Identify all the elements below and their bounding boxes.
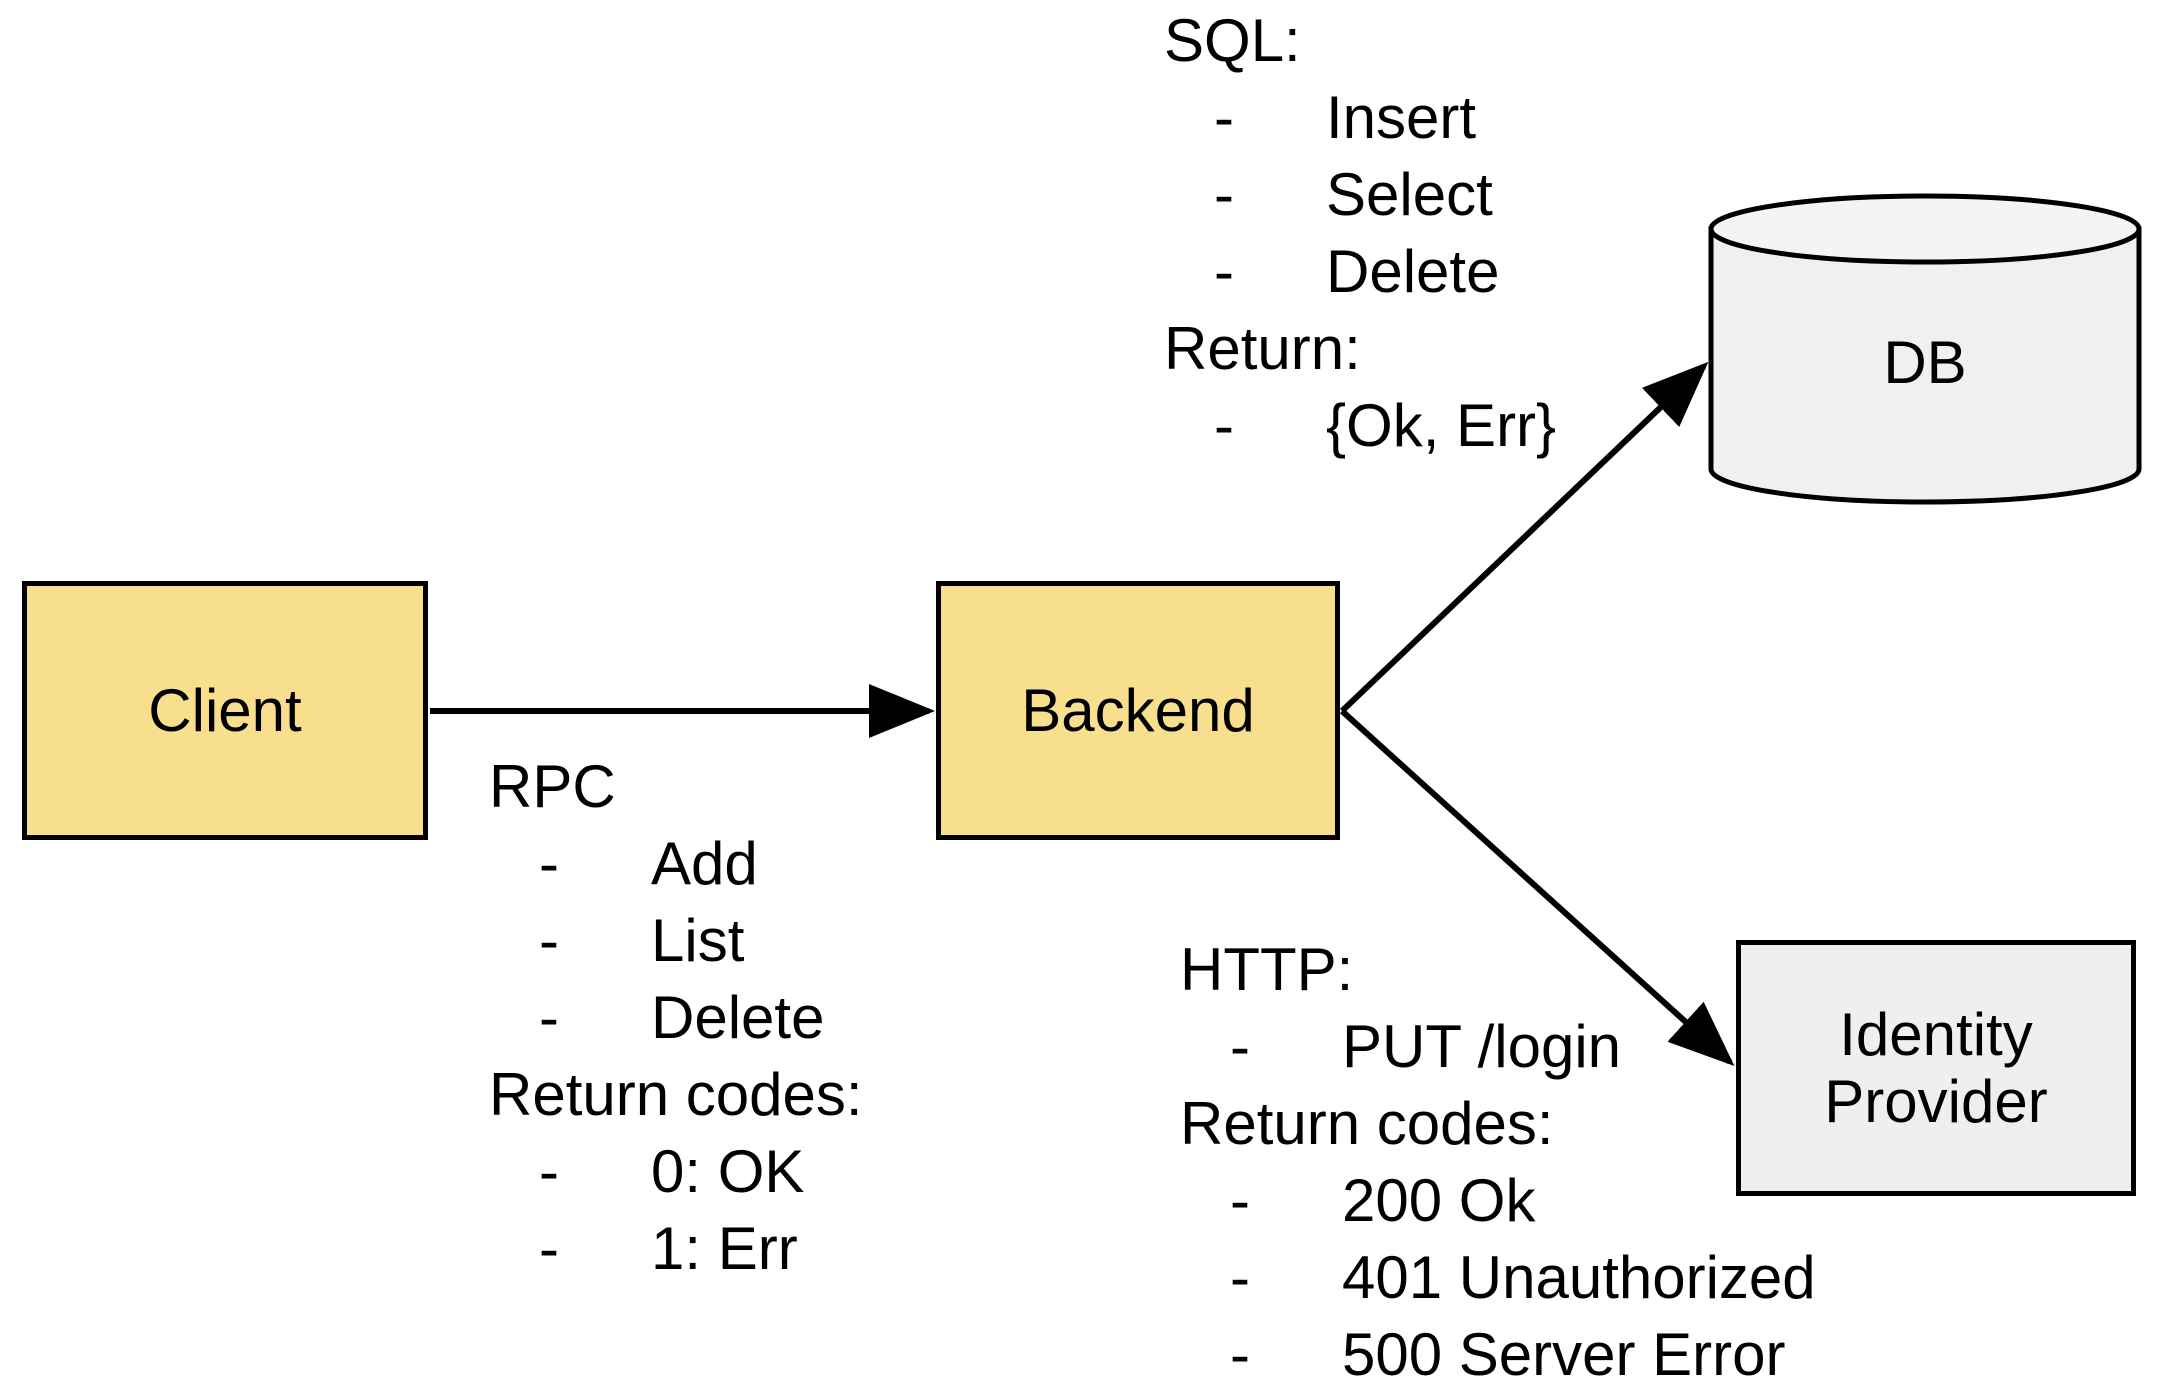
bullet-text: 200 Ok	[1342, 1167, 1536, 1234]
annotation-rpc-line-3: - Delete	[489, 979, 863, 1056]
bullet-text: 401 Unauthorized	[1342, 1244, 1816, 1311]
annotation-http-line-3: - 200 Ok	[1180, 1162, 1816, 1239]
annotation-rpc-line-0: RPC	[489, 753, 616, 820]
annotation-rpc-line-1: - Add	[489, 825, 863, 902]
annotation-rpc-line-5: - 0: OK	[489, 1133, 863, 1210]
bullet-text: Insert	[1326, 84, 1477, 151]
annotation-rpc-line-6: - 1: Err	[489, 1210, 863, 1287]
annotation-http-line-4: - 401 Unauthorized	[1180, 1239, 1816, 1316]
bullet-text: 1: Err	[651, 1215, 798, 1282]
node-identity-provider-label-line1: Identity	[1839, 1000, 2033, 1068]
annotation-http: HTTP: -PUT /login Return codes: -200 Ok …	[1180, 931, 1816, 1393]
bullet-text: PUT /login	[1342, 1013, 1622, 1080]
annotation-sql-line-5: - {Ok, Err}	[1164, 387, 1556, 464]
bullet-dash: -	[1214, 392, 1234, 459]
node-db-label-wrap: DB	[1708, 193, 2142, 505]
bullet-text: List	[651, 907, 745, 974]
bullet-dash: -	[539, 1215, 559, 1282]
node-client[interactable]: Client	[22, 581, 428, 840]
annotation-sql-line-3: - Delete	[1164, 233, 1556, 310]
node-identity-provider[interactable]: Identity Provider	[1736, 940, 2136, 1196]
bullet-text: Delete	[651, 984, 825, 1051]
annotation-sql-line-1: - Insert	[1164, 79, 1556, 156]
annotation-rpc-line-2: - List	[489, 902, 863, 979]
bullet-dash: -	[539, 984, 559, 1051]
bullet-dash: -	[1230, 1167, 1250, 1234]
annotation-rpc: RPC - Add - List - Delete Return codes: - 0:…	[489, 748, 863, 1287]
node-db-label: DB	[1883, 328, 1967, 396]
bullet-dash: -	[539, 830, 559, 897]
node-identity-provider-label-line2: Provider	[1824, 1068, 2048, 1135]
annotation-http-line-0: HTTP:	[1180, 936, 1354, 1003]
annotation-sql-line-4: Return:	[1164, 315, 1361, 382]
annotation-rpc-line-4: Return codes:	[489, 1061, 863, 1128]
annotation-sql: SQL: - Insert - Select - Delete Return: - {O…	[1164, 2, 1556, 464]
annotation-http-line-5: - 500 Server Error	[1180, 1316, 1816, 1393]
bullet-text: Select	[1326, 161, 1493, 228]
bullet-dash: -	[539, 1138, 559, 1205]
bullet-dash: -	[1214, 84, 1234, 151]
bullet-text: Delete	[1326, 238, 1500, 305]
node-db[interactable]: DB	[1708, 193, 2142, 505]
bullet-text: 500 Server Error	[1342, 1321, 1786, 1388]
annotation-http-line-2: Return codes:	[1180, 1090, 1554, 1157]
node-backend-label: Backend	[1021, 676, 1255, 744]
node-backend[interactable]: Backend	[936, 581, 1340, 840]
annotation-sql-line-0: SQL:	[1164, 7, 1301, 74]
bullet-text: {Ok, Err}	[1326, 392, 1557, 459]
bullet-text: 0: OK	[651, 1138, 805, 1205]
annotation-sql-line-2: - Select	[1164, 156, 1556, 233]
bullet-text: Add	[651, 830, 758, 897]
database-cylinder-icon	[1708, 193, 2142, 505]
bullet-dash: -	[539, 907, 559, 974]
bullet-dash: -	[1214, 161, 1234, 228]
node-client-label: Client	[148, 676, 302, 744]
bullet-dash: -	[1230, 1244, 1250, 1311]
bullet-dash: -	[1230, 1321, 1250, 1388]
node-identity-provider-label-wrap: Identity Provider	[1824, 1001, 2047, 1135]
annotation-http-line-1: - PUT /login	[1180, 1008, 1816, 1085]
bullet-dash: -	[1214, 238, 1234, 305]
bullet-dash: -	[1230, 1013, 1250, 1080]
